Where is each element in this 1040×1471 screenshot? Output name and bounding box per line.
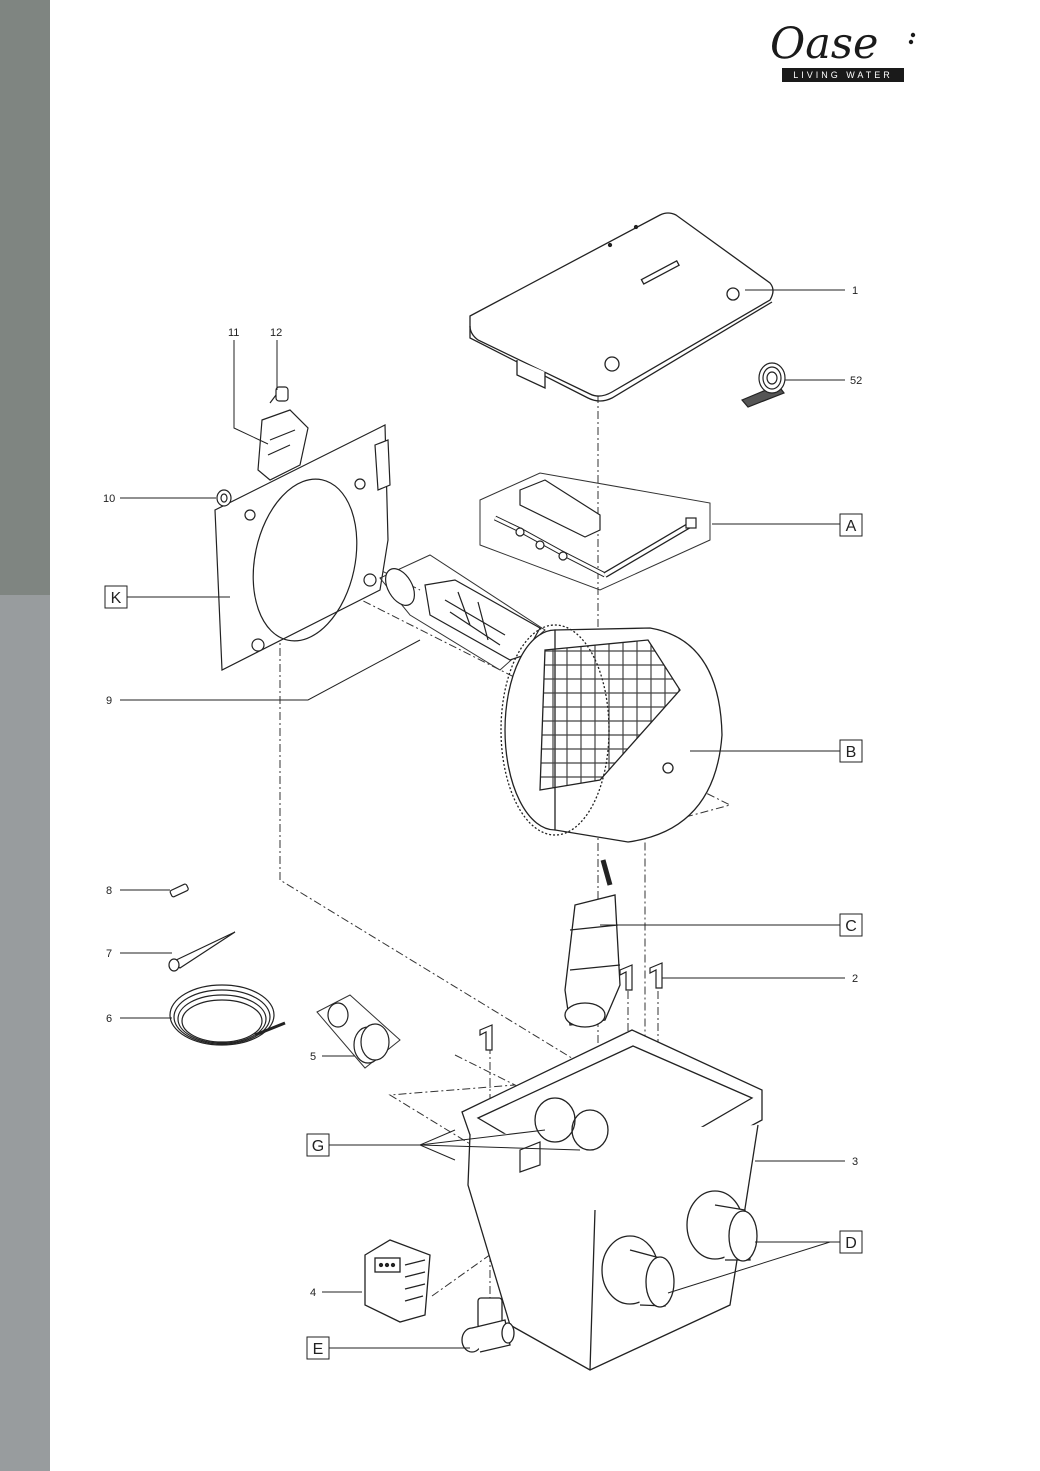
ground-spike-part — [168, 931, 236, 972]
label-1: 1 — [852, 285, 858, 297]
sidebar-band-bottom — [0, 595, 50, 1471]
box-label-D: D — [839, 1230, 863, 1254]
label-10: 10 — [103, 493, 115, 505]
label-K: K — [111, 590, 122, 607]
outlet-connectors-part-D — [601, 1190, 758, 1308]
label-52: 52 — [850, 375, 862, 387]
label-8: 8 — [106, 885, 112, 897]
label-A: A — [846, 518, 857, 535]
box-label-A: A — [839, 513, 863, 537]
label-G: G — [312, 1138, 324, 1155]
box-label-G: G — [306, 1133, 330, 1157]
label-B: B — [846, 744, 857, 761]
logo-wave-icon — [908, 32, 916, 45]
box-label-B: B — [839, 739, 863, 763]
valve-part-E — [461, 1297, 515, 1353]
label-2: 2 — [852, 973, 858, 985]
sidebar-band-top — [0, 0, 50, 595]
label-9: 9 — [106, 695, 112, 707]
screw-part — [269, 386, 289, 404]
label-7: 7 — [106, 948, 112, 960]
uv-clarifier-part-C — [564, 859, 621, 1028]
label-D: D — [845, 1235, 857, 1252]
label-3: 3 — [852, 1156, 858, 1168]
label-11: 11 — [228, 327, 239, 339]
cable-coil-part — [169, 984, 286, 1046]
brand-logo: Oase LIVING WATER — [770, 20, 920, 90]
control-unit-part — [364, 1239, 431, 1323]
drum-part-B — [500, 624, 723, 843]
label-6: 6 — [106, 1013, 112, 1025]
brand-tagline: LIVING WATER — [782, 68, 904, 82]
manifold-group-A — [479, 472, 711, 591]
mounting-plate-K — [214, 424, 391, 671]
tape-roll-part — [741, 362, 786, 408]
gear-motor-part — [257, 409, 309, 481]
label-5: 5 — [310, 1051, 316, 1063]
hose-tail-parts — [316, 994, 401, 1069]
clip-parts — [479, 962, 663, 1051]
inlet-chamber-part — [379, 554, 546, 671]
box-label-K: K — [104, 585, 128, 609]
lid-part — [469, 212, 774, 402]
manifold-part — [493, 479, 697, 578]
box-label-E: E — [306, 1336, 330, 1360]
label-12: 12 — [270, 327, 282, 339]
fuse-part — [169, 883, 189, 898]
box-label-C: C — [839, 913, 863, 937]
bracket-parts-G — [519, 1141, 541, 1173]
leader-lines — [120, 289, 845, 1349]
brand-name: Oase — [770, 19, 879, 69]
nut-part — [216, 489, 232, 507]
label-E: E — [313, 1341, 324, 1358]
label-C: C — [845, 918, 857, 935]
label-4: 4 — [310, 1287, 316, 1299]
